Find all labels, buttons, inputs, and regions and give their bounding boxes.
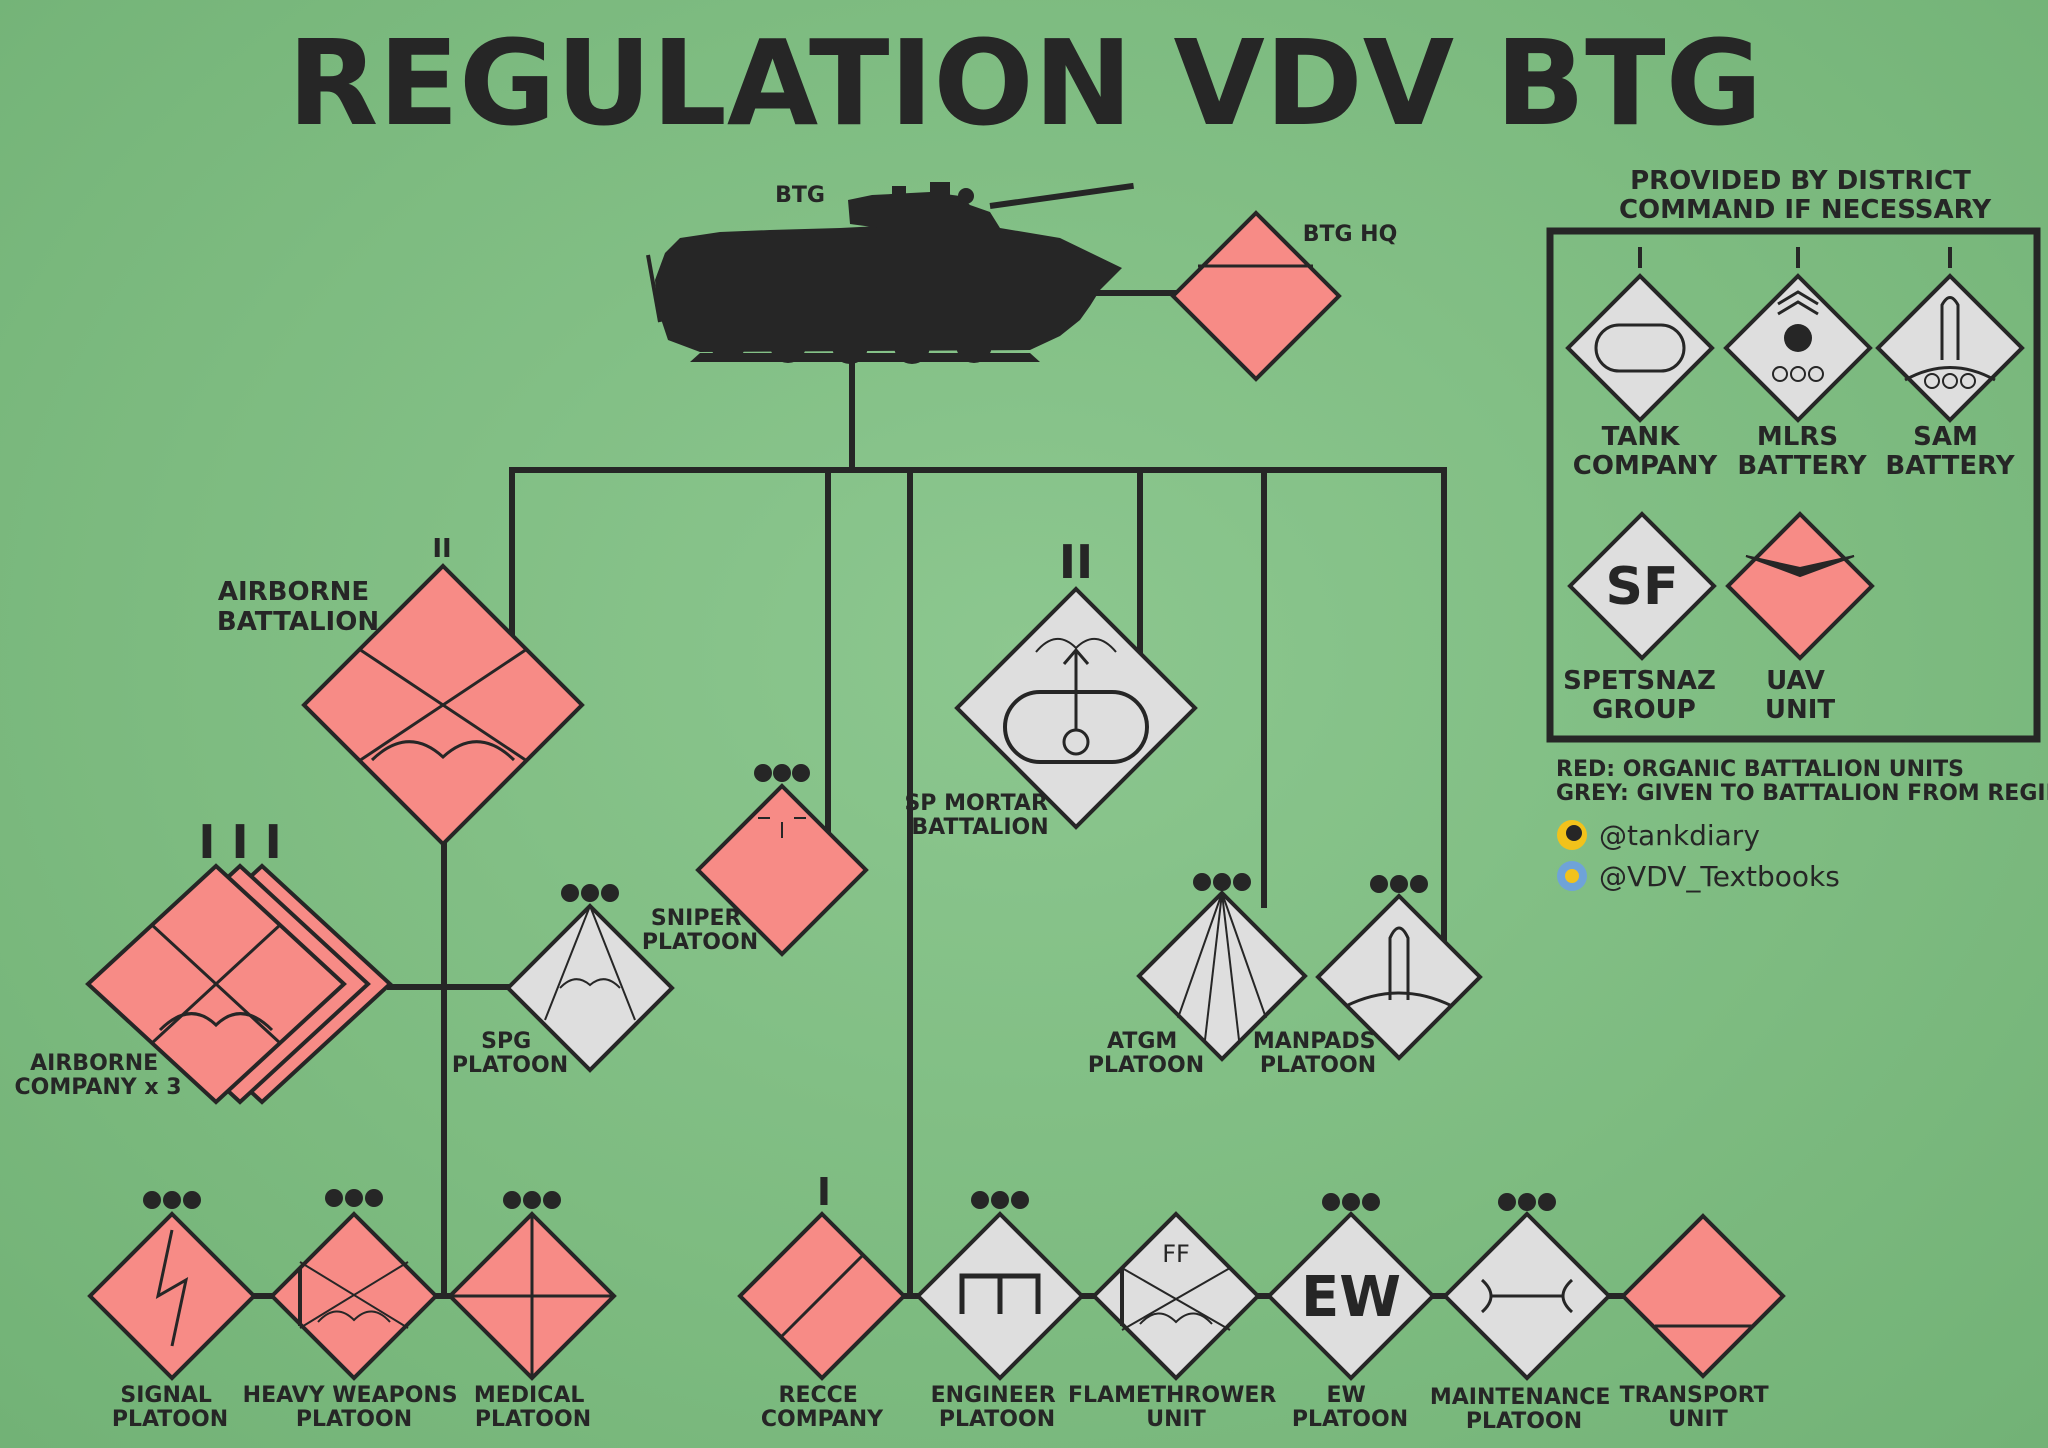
echelon-dots-maintenance [1498,1193,1556,1211]
flamethrower-unit-label: FLAMETHROWER UNIT [1068,1383,1284,1432]
sniper-platoon-label: SNIPER PLATOON [642,906,758,955]
echelon-dots-signal [143,1191,201,1209]
transport-unit-label: TRANSPORT UNIT [1620,1383,1777,1432]
airborne-battalion-symbol [301,563,585,847]
manpads-platoon-label: MANPADS PLATOON [1253,1029,1383,1078]
btg-vehicle-icon [646,182,1135,364]
tankdiary-avatar-icon [1557,820,1587,850]
district-heading: PROVIDED BY DISTRICT COMMAND IF NECESSAR… [1619,166,1992,225]
credit-handle-vdv-textbooks[interactable]: @VDV_Textbooks [1599,860,1840,893]
medical-platoon-symbol [447,1211,617,1381]
echelon-mark-mortar: II [1059,535,1093,589]
atgm-platoon-label: ATGM PLATOON [1088,1029,1204,1078]
echelon-dots-sniper [754,764,810,782]
btg-hq-symbol [1170,210,1342,382]
legend-red: RED: ORGANIC BATTALION UNITS [1556,757,1964,782]
recce-company-symbol [737,1211,907,1381]
medical-platoon-label: MEDICAL PLATOON [474,1383,592,1432]
vdv-textbooks-avatar-icon [1557,861,1587,891]
sp-mortar-battalion-symbol [954,586,1198,830]
page-title: REGULATION VDV BTG [288,14,1763,152]
echelon-dots-manpads [1370,875,1428,893]
echelon-mark-regiment: I I I [198,815,281,869]
sniper-platoon-symbol [695,783,869,957]
btg-hq-label: BTG HQ [1303,222,1398,247]
spg-platoon-symbol [505,903,675,1073]
heavy-weapons-platoon-symbol [269,1211,439,1381]
echelon-dots-heavy [325,1189,383,1207]
credit-handle-tankdiary[interactable]: @tankdiary [1599,819,1760,852]
uav-unit-label: UAV UNIT [1765,666,1836,725]
ew-mark: EW [1301,1265,1401,1330]
echelon-mark-recce: I [817,1170,831,1214]
echelon-dots-ew [1322,1193,1380,1211]
mlrs-battery-label: MLRS BATTERY [1737,422,1867,481]
engineer-platoon-symbol [915,1211,1085,1381]
signal-platoon-label: SIGNAL PLATOON [112,1383,228,1432]
echelon-dots-engineer [971,1191,1029,1209]
echelon-dots-spg [561,884,619,902]
district-panel-frame [1546,227,2041,743]
sam-battery-symbol [1875,273,2025,423]
ew-platoon-label: EW PLATOON [1292,1383,1408,1432]
airborne-company-label: AIRBORNE COMPANY x 3 [14,1051,181,1100]
recce-company-label: RECCE COMPANY [761,1383,884,1432]
atgm-platoon-symbol [1136,890,1308,1062]
airborne-battalion-label: AIRBORNE BATTALION [217,577,379,637]
echelon-mark-battalion: II [432,534,451,564]
spg-platoon-label: SPG PLATOON [452,1029,568,1078]
transport-unit-symbol [1620,1213,1786,1379]
flamethrower-ff-mark: FF [1162,1240,1190,1268]
manpads-platoon-symbol [1315,893,1483,1061]
echelon-dots-medical [503,1191,561,1209]
sam-battery-label: SAM BATTERY [1885,422,2015,481]
sf-mark: SF [1606,557,1679,617]
spetsnaz-group-symbol [1567,511,1717,661]
heavy-weapons-platoon-label: HEAVY WEAPONS PLATOON [243,1383,466,1432]
ew-platoon-symbol [1266,1211,1436,1381]
flamethrower-unit-symbol [1091,1211,1261,1381]
btg-label: BTG [775,183,825,208]
engineer-platoon-label: ENGINEER PLATOON [931,1383,1064,1432]
tank-company-symbol [1565,273,1715,423]
legend-grey: GREY: GIVEN TO BATTALION FROM REGIMENT [1556,781,2048,806]
uav-unit-symbol [1725,511,1875,661]
sp-mortar-battalion-label: SP MORTAR BATTALION [904,791,1055,840]
tank-company-label: TANK COMPANY [1573,422,1719,481]
spetsnaz-group-label: SPETSNAZ GROUP [1563,666,1725,725]
mlrs-battery-symbol [1723,273,1873,423]
maintenance-platoon-symbol [1442,1211,1612,1381]
signal-platoon-symbol [87,1211,257,1381]
airborne-company-stack-symbol [85,863,393,1105]
maintenance-platoon-label: MAINTENANCE PLATOON [1430,1385,1618,1434]
echelon-dots-atgm [1193,873,1251,891]
